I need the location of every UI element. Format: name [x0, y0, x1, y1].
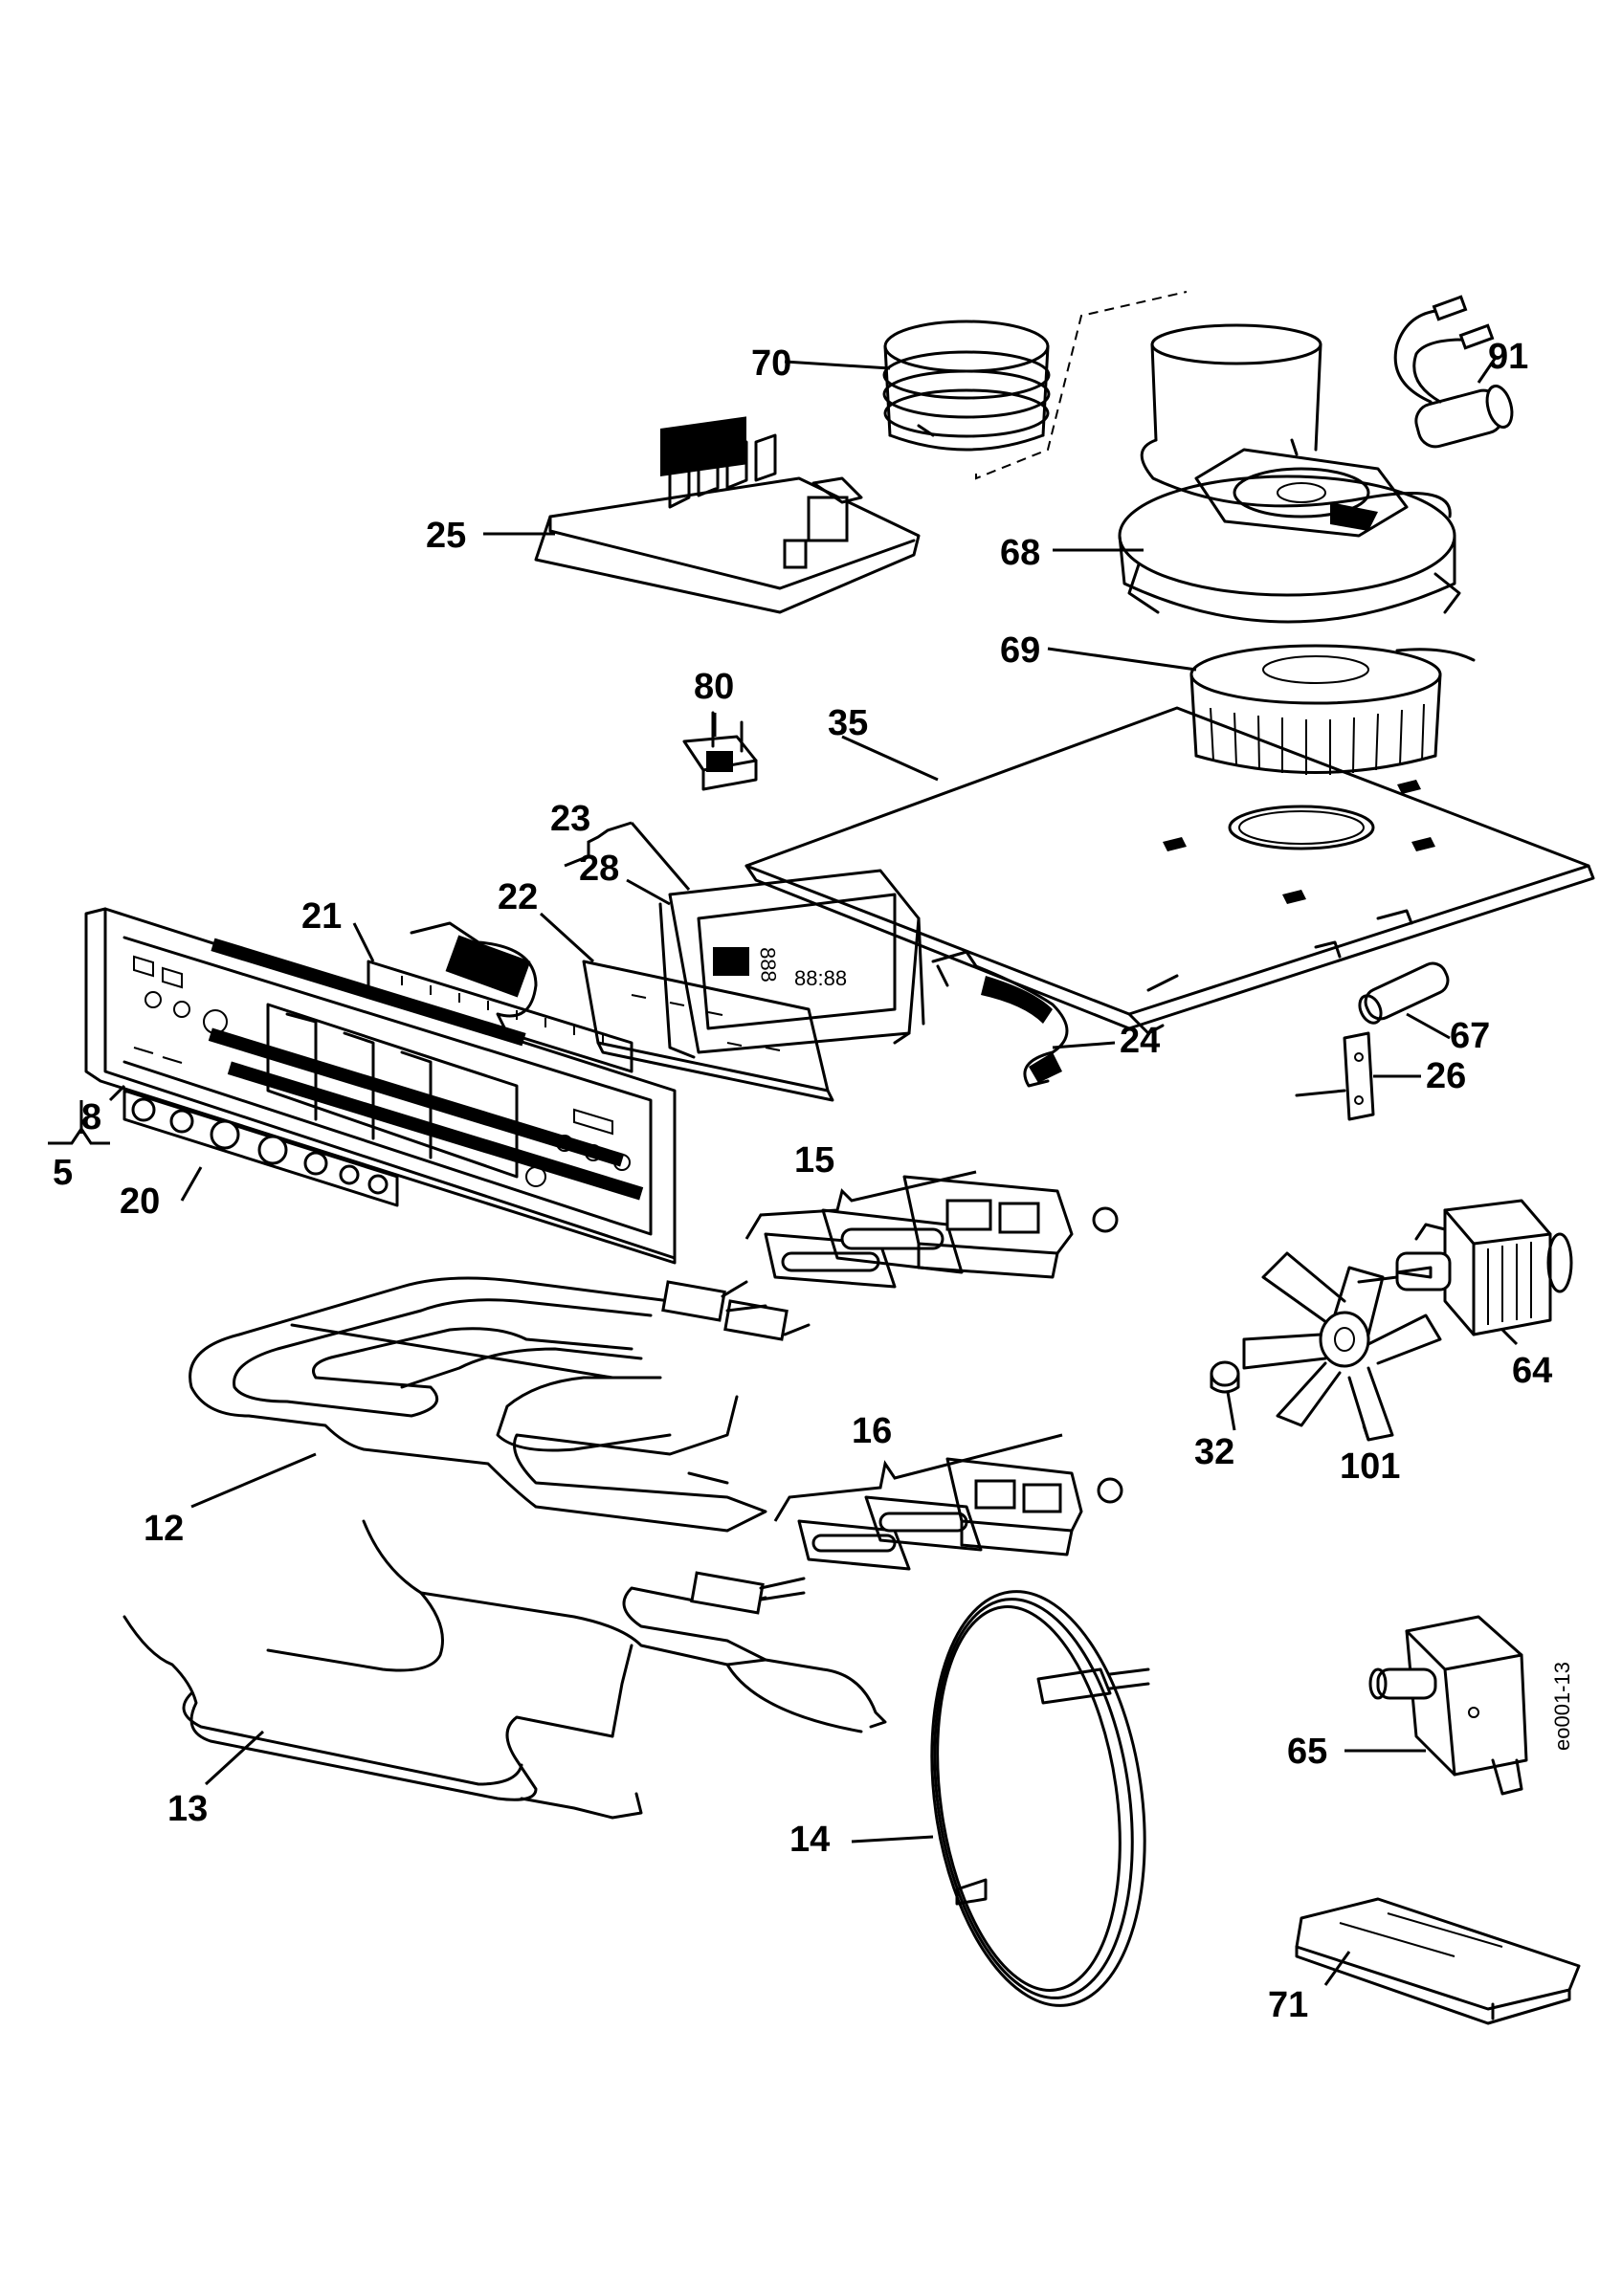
- callout-65: 65: [1287, 1732, 1327, 1772]
- group-braces: [48, 821, 1063, 1522]
- document-code: eo001-13: [1550, 1662, 1574, 1751]
- callout-labels: 70 91 25 68 69 80 35 23 28 21 22 24 67 2…: [53, 337, 1552, 2025]
- part-24-ribbon-cable[interactable]: [931, 950, 1069, 1088]
- part-26-bracket[interactable]: [1295, 1031, 1375, 1121]
- part-65-thermostat[interactable]: [1368, 1615, 1528, 1796]
- callout-64: 64: [1512, 1351, 1552, 1391]
- display-large-digits: 88:88: [794, 966, 847, 990]
- callout-28: 28: [579, 849, 619, 889]
- callout-23: 23: [550, 799, 590, 839]
- part-101-fan-blade[interactable]: [1242, 1251, 1442, 1442]
- part-8-trim-strip[interactable]: [208, 1027, 644, 1201]
- callout-71: 71: [1268, 1985, 1308, 2025]
- part-71-cover[interactable]: [1295, 1897, 1581, 2025]
- callout-16: 16: [852, 1411, 892, 1451]
- display-small-digits: 888: [756, 947, 781, 983]
- callout-13: 13: [167, 1789, 208, 1829]
- callout-69: 69: [1000, 630, 1040, 671]
- callout-5: 5: [53, 1153, 73, 1193]
- part-64-motor[interactable]: [1357, 1199, 1573, 1336]
- part-13-bottom-element[interactable]: [122, 1519, 887, 1820]
- callout-68: 68: [1000, 533, 1040, 573]
- part-25-control-board[interactable]: [534, 416, 921, 614]
- part-16-terminal-set[interactable]: [797, 1457, 1123, 1571]
- leader-lines: [108, 358, 1519, 1986]
- callout-32: 32: [1194, 1432, 1234, 1472]
- part-91-capacitor[interactable]: [1393, 295, 1516, 451]
- part-22-display-glass[interactable]: [582, 960, 834, 1102]
- callout-12: 12: [144, 1509, 184, 1549]
- callout-35: 35: [828, 703, 868, 743]
- part-68-fan-housing[interactable]: [1118, 323, 1461, 624]
- callout-80: 80: [694, 667, 734, 707]
- callout-67: 67: [1450, 1016, 1490, 1056]
- callout-14: 14: [789, 1820, 830, 1860]
- callout-26: 26: [1426, 1056, 1466, 1096]
- callout-20: 20: [120, 1181, 160, 1222]
- part-12-grill-element[interactable]: [189, 1276, 811, 1533]
- callout-91: 91: [1488, 337, 1528, 377]
- callout-24: 24: [1120, 1021, 1160, 1061]
- callout-25: 25: [426, 516, 466, 556]
- part-35-top-cover[interactable]: [744, 706, 1595, 1035]
- part-20-button-strip[interactable]: [122, 1089, 399, 1207]
- callout-101: 101: [1340, 1446, 1400, 1487]
- part-15-terminal-set[interactable]: [764, 1175, 1119, 1289]
- part-67-tube[interactable]: [1356, 959, 1453, 1026]
- assembly-guide-line: [975, 291, 1188, 480]
- callout-70: 70: [751, 343, 791, 384]
- part-69-blower-wheel[interactable]: [1189, 644, 1476, 775]
- part-70-duct-collar[interactable]: [882, 320, 1051, 452]
- callout-15: 15: [794, 1140, 834, 1181]
- part-28-display-module[interactable]: 888 88:88: [658, 869, 925, 1059]
- part-80-switch[interactable]: [682, 711, 758, 791]
- part-32-nut[interactable]: [1210, 1360, 1240, 1394]
- callout-22: 22: [498, 877, 538, 917]
- callout-8: 8: [81, 1097, 101, 1137]
- callout-21: 21: [301, 896, 342, 937]
- part-14-circular-element[interactable]: [907, 1578, 1170, 2020]
- part-21-switch-board[interactable]: [367, 921, 633, 1073]
